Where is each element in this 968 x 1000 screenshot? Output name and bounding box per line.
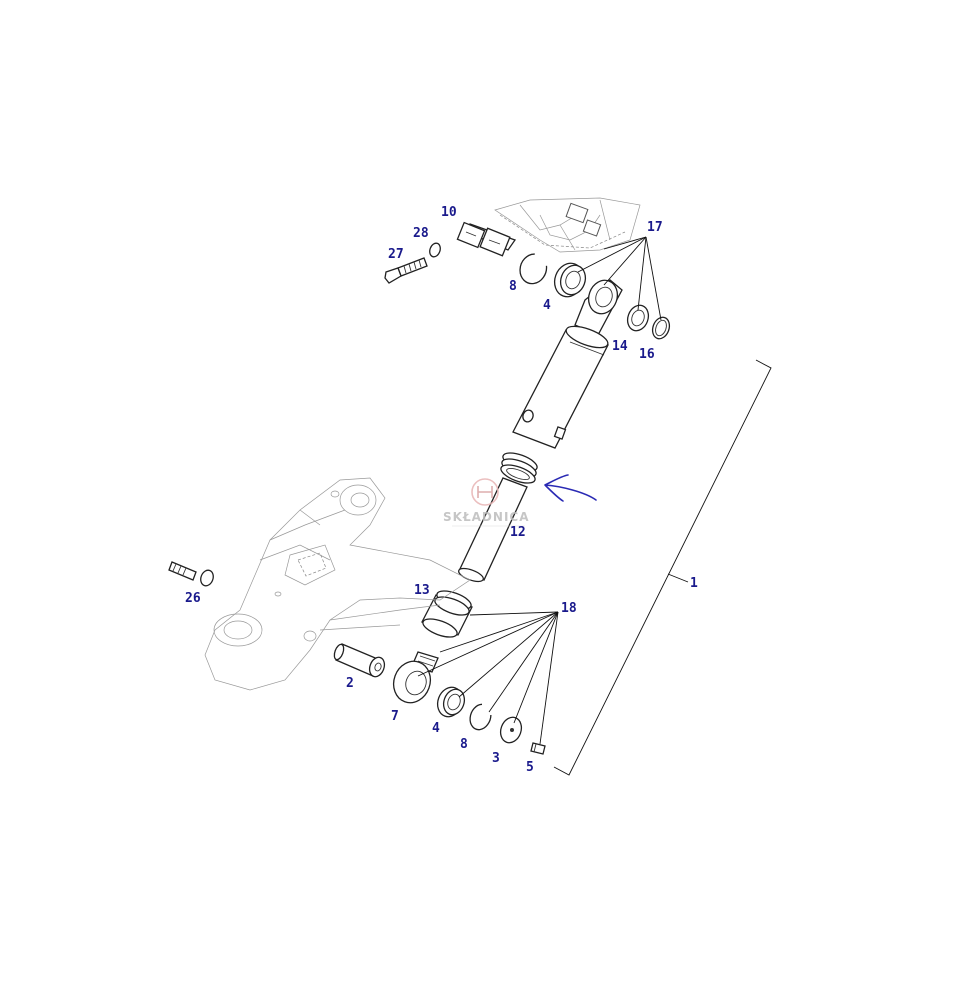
callout-28: 28	[413, 226, 429, 241]
machine-frame-top	[494, 197, 641, 253]
watermark-logo: SKŁADNICA	[443, 478, 530, 527]
circlip-8-bottom	[469, 703, 492, 731]
piston-seal-pack	[500, 452, 538, 484]
callout-8-bottom: 8	[460, 737, 468, 752]
callout-3: 3	[492, 751, 500, 766]
bearing-4-top	[553, 262, 587, 298]
callout-1: 1	[690, 576, 698, 591]
seal-ring-14	[626, 304, 650, 332]
leader-lines-17	[577, 236, 662, 321]
leader-lines-18	[417, 611, 559, 745]
callout-18: 18	[561, 601, 577, 616]
pin-10	[456, 221, 517, 257]
callout-10: 10	[441, 205, 457, 220]
callout-27: 27	[388, 247, 404, 262]
bearing-4-bottom	[436, 686, 466, 718]
callout-8-top: 8	[509, 279, 517, 294]
washer-3	[499, 716, 523, 744]
annotation-arrow	[544, 474, 597, 502]
bolt-5	[530, 742, 546, 755]
piston-rod-12	[458, 477, 528, 583]
callout-5: 5	[526, 760, 534, 775]
callout-17: 17	[647, 220, 663, 235]
rod-end-eye-7	[392, 651, 439, 704]
callout-12: 12	[510, 525, 526, 540]
lower-arm-bracket	[204, 477, 471, 691]
callout-26: 26	[185, 591, 201, 606]
callout-14: 14	[612, 339, 628, 354]
callout-7: 7	[391, 709, 399, 724]
bolt-27	[384, 257, 428, 284]
assembly-bracket-1	[553, 359, 772, 776]
callout-16: 16	[639, 347, 655, 362]
seal-ring-16	[651, 316, 671, 340]
washer-28	[429, 242, 441, 258]
circlip-8-top	[519, 253, 548, 285]
cylinder-barrel	[512, 325, 609, 449]
grease-nipple-26	[168, 561, 214, 587]
watermark-brand: SKŁADNICA	[443, 510, 530, 524]
callout-13: 13	[414, 583, 430, 598]
pin-2	[333, 643, 386, 678]
callout-2: 2	[346, 676, 354, 691]
callout-4-top: 4	[543, 298, 551, 313]
callout-4-bottom: 4	[432, 721, 440, 736]
